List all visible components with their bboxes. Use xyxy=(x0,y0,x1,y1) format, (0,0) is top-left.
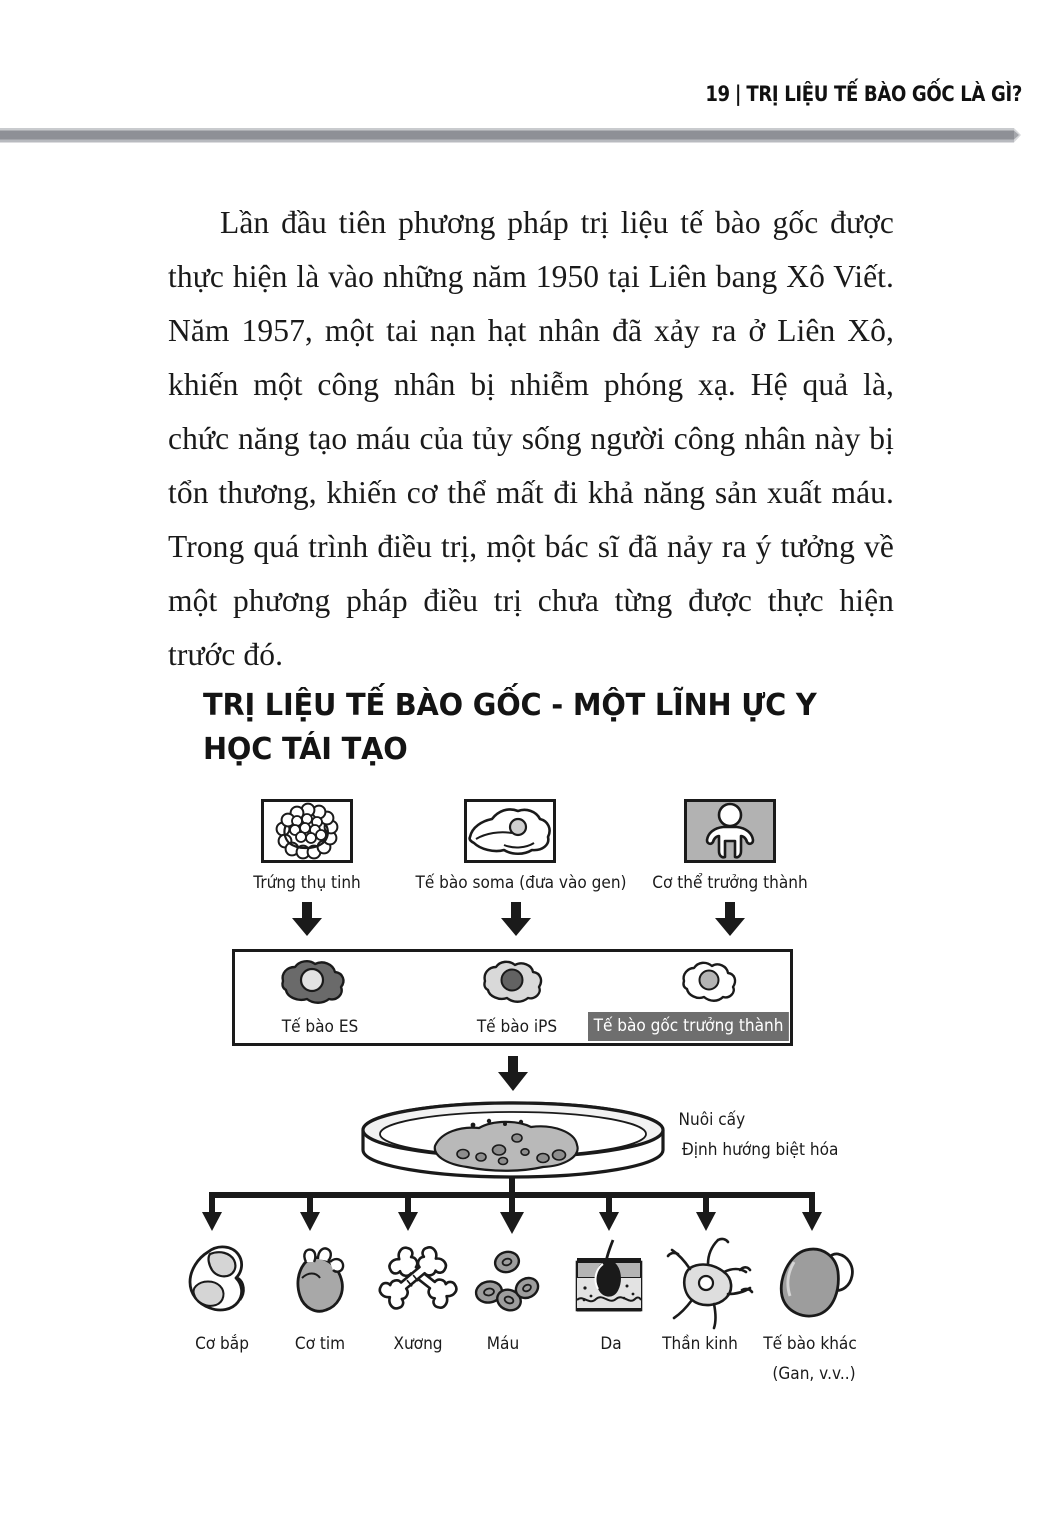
output-label-blood: Máu xyxy=(486,1334,520,1353)
petri-dish-icon xyxy=(361,1101,665,1179)
output-label-nerve: Thần kinh xyxy=(662,1334,738,1353)
source-label-adult-body: Cơ thể trưởng thành xyxy=(652,873,808,892)
paragraph: Lần đầu tiên phương pháp trị liệu tế bào… xyxy=(168,205,894,672)
source-box-adult-body xyxy=(684,799,776,863)
bones-icon xyxy=(378,1246,458,1310)
blood-cells-icon xyxy=(474,1250,540,1312)
header-rule xyxy=(0,128,1021,143)
arrow-down-culture xyxy=(498,1056,528,1091)
output-label-muscle: Cơ bắp xyxy=(195,1334,249,1353)
muscle-arm-icon xyxy=(188,1245,245,1312)
page-number: 19 xyxy=(705,82,730,106)
distribution-tree xyxy=(202,1176,822,1234)
stem-cell-label-ips: Tế bào iPS xyxy=(476,1017,558,1036)
liver-organ-icon xyxy=(779,1247,854,1318)
culture-label-line1: Nuôi cấy xyxy=(678,1110,746,1129)
running-head-title: TRỊ LIỆU TẾ BÀO GỐC LÀ GÌ? xyxy=(746,82,1022,106)
source-box-fertilized-egg xyxy=(261,799,353,863)
source-label-fertilized-egg: Trứng thụ tinh xyxy=(253,873,361,892)
culture-label-line2: Định hướng biệt hóa xyxy=(681,1140,839,1159)
arrow-down-adult xyxy=(715,902,745,936)
running-head: 19|TRỊ LIỆU TẾ BÀO GỐC LÀ GÌ? xyxy=(143,82,1022,106)
output-label-other: Tế bào khác xyxy=(763,1334,857,1353)
arrow-down-ips xyxy=(501,902,531,936)
stem-cell-label-es: Tế bào ES xyxy=(281,1017,359,1036)
body-text: Lần đầu tiên phương pháp trị liệu tế bào… xyxy=(168,196,894,682)
neuron-icon xyxy=(666,1237,754,1330)
source-label-somatic-cell: Tế bào soma (đưa vào gen) xyxy=(415,873,627,892)
running-head-separator: | xyxy=(734,82,742,106)
output-sublabel-other: (Gan, v.v..) xyxy=(772,1364,856,1383)
output-label-heart: Cơ tim xyxy=(294,1334,346,1353)
output-label-skin: Da xyxy=(600,1334,622,1353)
stem-cell-therapy-figure: TRỊ LIỆU TẾ BÀO GỐC - MỘT LĨNH ỰC Y HỌC … xyxy=(0,684,1040,1404)
arrow-down-es xyxy=(292,902,322,936)
output-label-bone: Xương xyxy=(393,1334,443,1353)
source-box-somatic-cell xyxy=(464,799,556,863)
stem-cell-label-adult: Tế bào gốc trưởng thành xyxy=(588,1012,790,1041)
skin-icon xyxy=(575,1239,643,1312)
heart-icon xyxy=(296,1247,345,1313)
figure-title: TRỊ LIỆU TẾ BÀO GỐC - MỘT LĨNH ỰC Y HỌC … xyxy=(203,688,817,767)
